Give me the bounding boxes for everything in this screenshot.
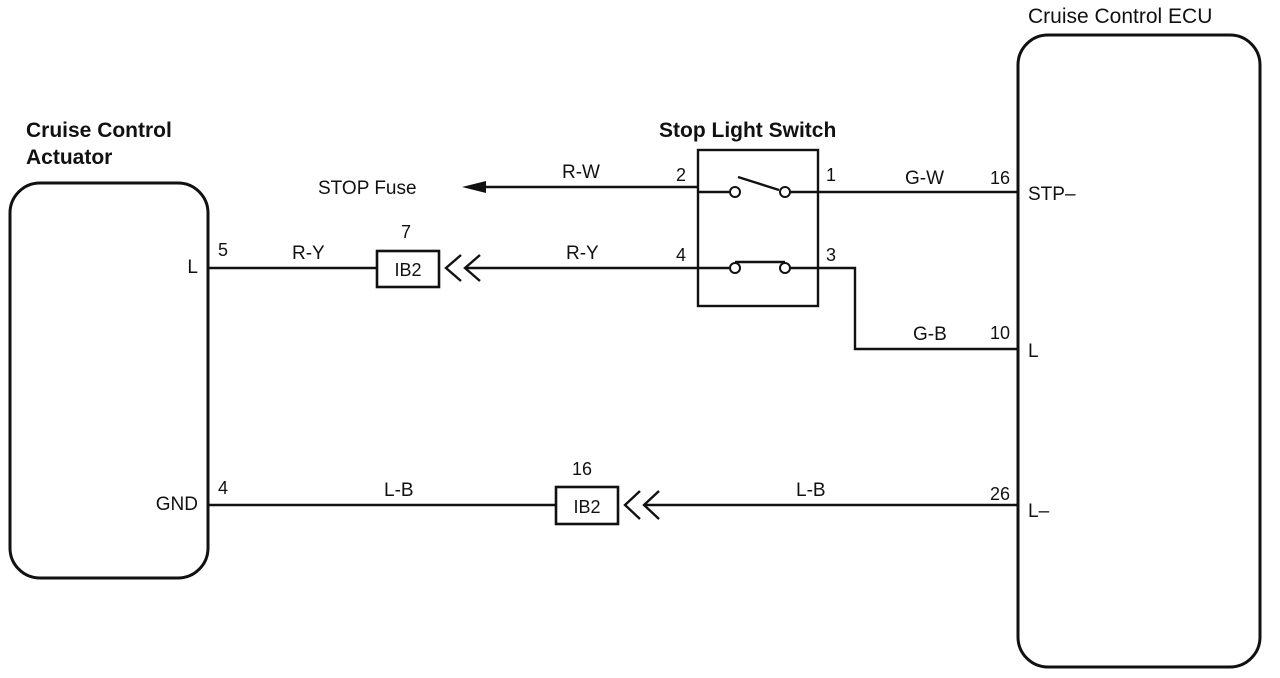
connector-ib2-16-pin: 16 <box>572 459 592 479</box>
stop-fuse-label: STOP Fuse <box>318 178 417 199</box>
ecu-box <box>1016 33 1262 669</box>
connector-ib2-7-chevron-2-icon <box>463 254 481 282</box>
switch-pin-4: 4 <box>676 245 686 265</box>
wire-gb <box>818 266 1018 351</box>
wire-label-ry-left: R-Y <box>292 243 325 264</box>
ecu-pin-lminus: 26 <box>990 484 1010 504</box>
wire-label-lb-right: L-B <box>796 480 826 501</box>
switch-top-arm <box>737 175 780 192</box>
switch-top-contact-left <box>729 186 741 198</box>
actuator-terminal-l: L <box>187 257 198 278</box>
connector-ib2-16-label: IB2 <box>573 497 600 517</box>
connector-ib2-7-label: IB2 <box>394 260 421 280</box>
wire-label-rw: R-W <box>562 162 600 183</box>
ecu-terminal-lminus: L– <box>1028 501 1050 522</box>
ecu-pin-l: 10 <box>990 323 1010 343</box>
stop-fuse-circuit: STOP Fuse R-W <box>318 162 698 199</box>
actuator-terminal-gnd: GND <box>156 494 198 515</box>
connector-ib2-16-chevron-2-icon <box>642 490 660 520</box>
wire-label-lb-left: L-B <box>384 480 414 501</box>
switch-pin-1: 1 <box>826 165 836 185</box>
stop-fuse-arrow-icon <box>462 181 486 193</box>
wire-label-ry-right: R-Y <box>566 243 599 264</box>
wire-label-gb: G-B <box>913 324 947 345</box>
stop-light-switch: Stop Light Switch 2 1 4 3 <box>659 119 836 308</box>
switch-top-contact-right <box>779 186 791 198</box>
ry-circuit: R-Y 7 IB2 R-Y <box>208 222 698 289</box>
switch-bottom-contact-left <box>729 262 741 274</box>
actuator-title-line1: Cruise Control <box>26 119 172 142</box>
connector-ib2-16-chevron-1-icon <box>623 490 641 520</box>
switch-title: Stop Light Switch <box>659 119 836 142</box>
ecu-title: Cruise Control ECU <box>1028 5 1212 28</box>
switch-pin-2: 2 <box>676 165 686 185</box>
connector-ib2-7-box <box>375 249 441 289</box>
wire-label-gw: G-W <box>905 168 944 189</box>
ecu-terminal-l: L <box>1028 341 1039 362</box>
switch-bottom-contact-right <box>779 262 791 274</box>
actuator-pin-gnd: 4 <box>218 478 228 498</box>
switch-pin-3: 3 <box>826 245 836 265</box>
ecu-pin-stp: 16 <box>990 168 1010 188</box>
actuator-block: Cruise Control Actuator L GND 5 4 <box>8 119 228 580</box>
ecu-terminal-stp: STP– <box>1028 184 1076 205</box>
connector-ib2-7-pin: 7 <box>401 222 411 242</box>
actuator-box <box>8 181 210 580</box>
ecu-block: Cruise Control ECU STP– L L– 16 10 26 <box>990 5 1262 669</box>
switch-box <box>696 148 820 308</box>
gw-circuit: G-W <box>818 168 1018 194</box>
lb-circuit: L-B 16 IB2 L-B <box>208 459 1018 526</box>
actuator-pin-l: 5 <box>218 240 228 260</box>
connector-ib2-16-box <box>554 485 620 526</box>
actuator-title-line2: Actuator <box>26 146 112 169</box>
gb-circuit: G-B <box>818 266 1018 351</box>
connector-ib2-7-chevron-1-icon <box>444 254 462 282</box>
